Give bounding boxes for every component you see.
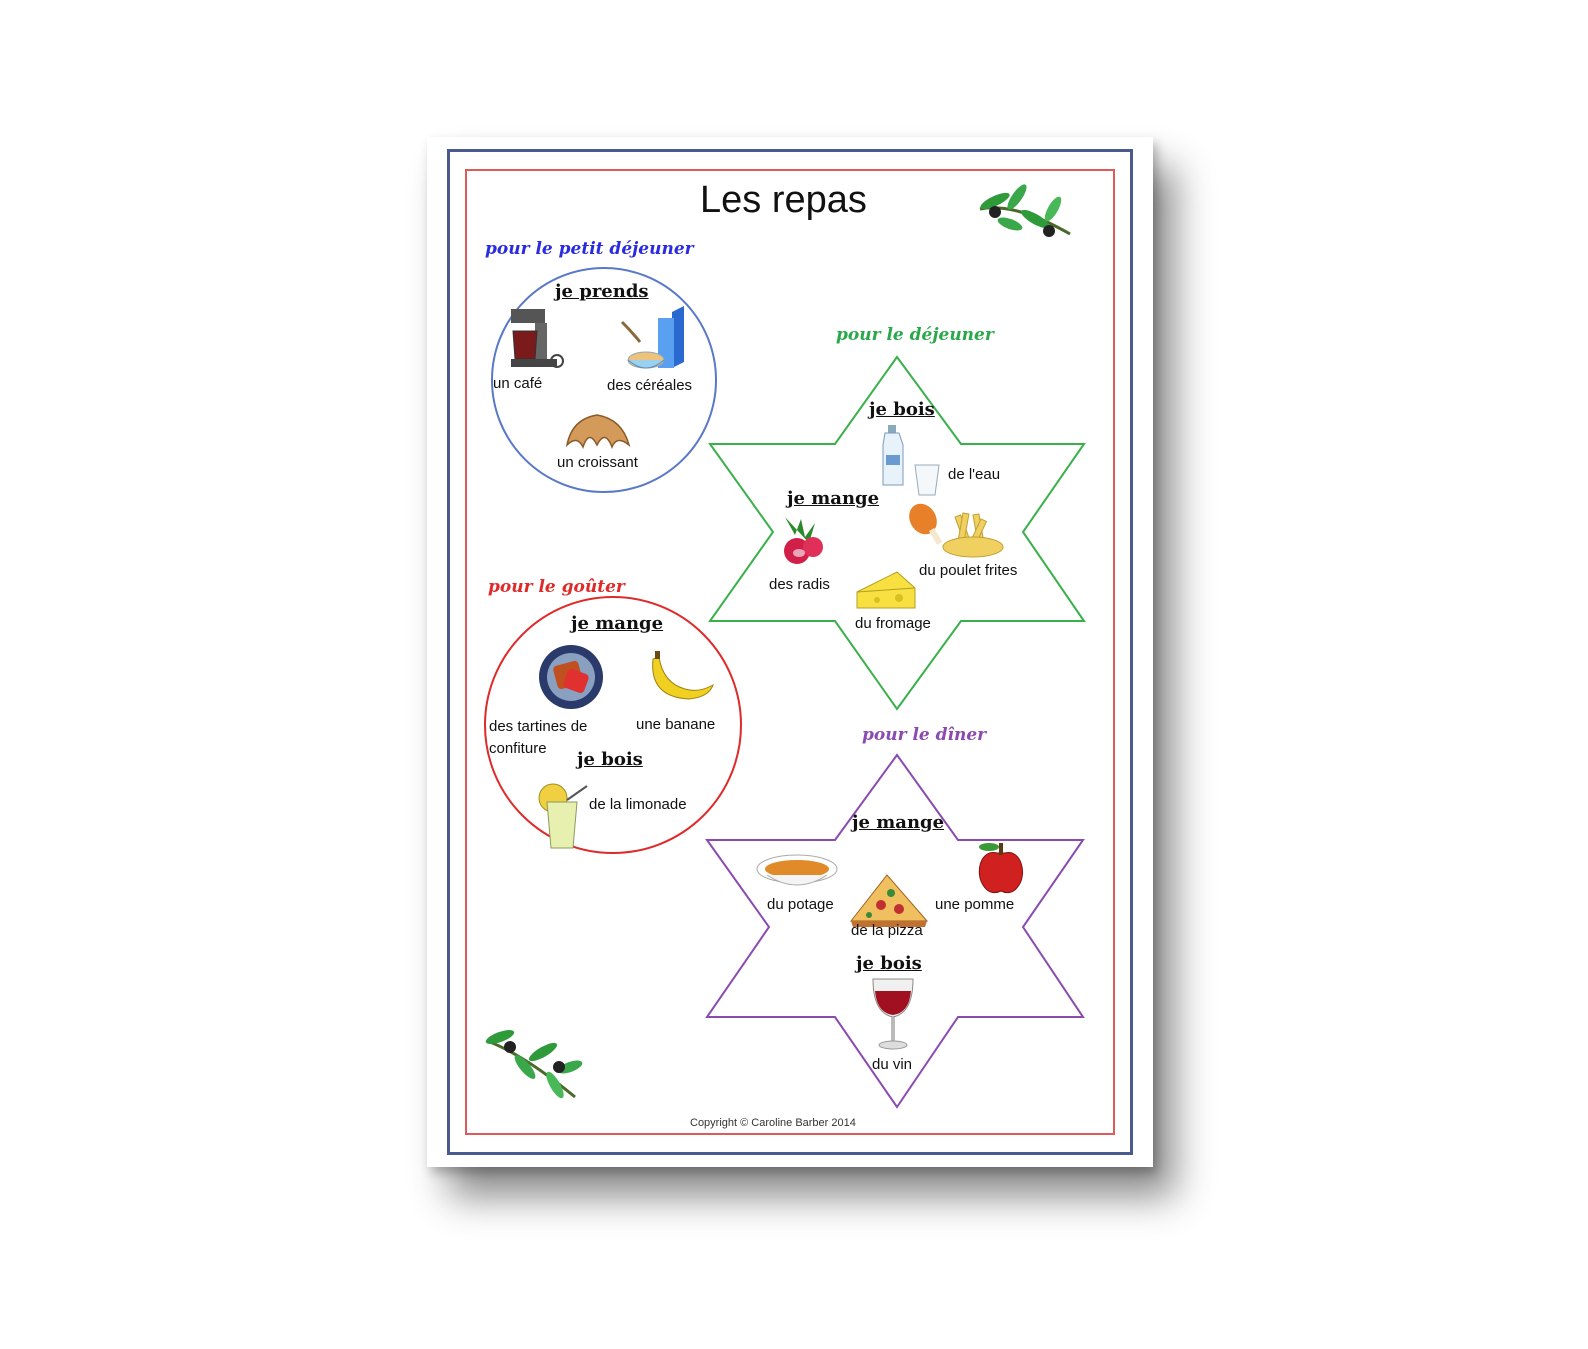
jam-toast-icon [539,645,603,709]
wine-glass-icon [872,978,914,1050]
croissant-icon [565,414,631,450]
outer-border [447,149,1133,1155]
pizza-icon [849,874,929,927]
dinner-item: du potage [767,896,834,913]
cereal-icon [620,306,684,369]
page-title: Les repas [700,179,867,221]
snack-eat-verb: je mange [571,613,664,634]
snack-drink-verb: je bois [577,749,643,770]
coffee-maker-icon [511,309,564,368]
dinner-item: une pomme [935,896,1015,913]
breakfast-item: un croissant [557,454,638,471]
snack-heading: pour le goûter [488,577,625,597]
olive-branch-icon [979,184,1071,237]
snack-item: confiture [489,740,547,757]
dinner-star [705,753,1085,1109]
dinner-item: du vin [872,1056,913,1073]
snack-item: de la limonade [589,796,687,813]
snack-circle [484,596,742,854]
lunch-item: du fromage [855,615,931,632]
dinner-drink-verb: je bois [856,953,922,974]
dinner-heading: pour le dîner [862,725,987,745]
breakfast-circle [491,267,717,493]
apple-icon [978,843,1023,894]
lunch-item: de l'eau [948,466,1001,483]
breakfast-item: des céréales [607,377,693,394]
lunch-drink-verb: je bois [869,399,935,420]
olive-branch-icon [485,1030,583,1099]
lunch-item: du poulet frites [919,562,1018,579]
worksheet-page: Les repas pour le petit déjeuner je pren… [427,137,1153,1167]
copyright-notice: Copyright © Caroline Barber 2014 [690,1117,856,1129]
lemonade-icon [538,783,588,849]
lunch-heading: pour le déjeuner [836,325,994,345]
cheese-icon [856,571,916,609]
lunch-item: des radis [769,576,830,593]
dinner-eat-verb: je mange [852,812,945,833]
radish-icon [784,517,823,564]
soup-icon [756,854,838,886]
breakfast-heading: pour le petit déjeuner [485,239,694,259]
snack-item: des tartines de [489,718,588,735]
inner-border [465,169,1115,1135]
breakfast-item: un café [493,375,543,392]
worksheet-artwork [484,184,1086,1109]
lunch-eat-verb: je mange [787,488,880,509]
banana-icon [652,651,714,700]
dinner-item: de la pizza [851,922,923,939]
water-bottle-icon [882,425,940,496]
snack-item: une banane [636,716,716,733]
chicken-fries-icon [909,503,1004,558]
breakfast-verb: je prends [555,281,649,302]
lunch-star [708,355,1086,711]
